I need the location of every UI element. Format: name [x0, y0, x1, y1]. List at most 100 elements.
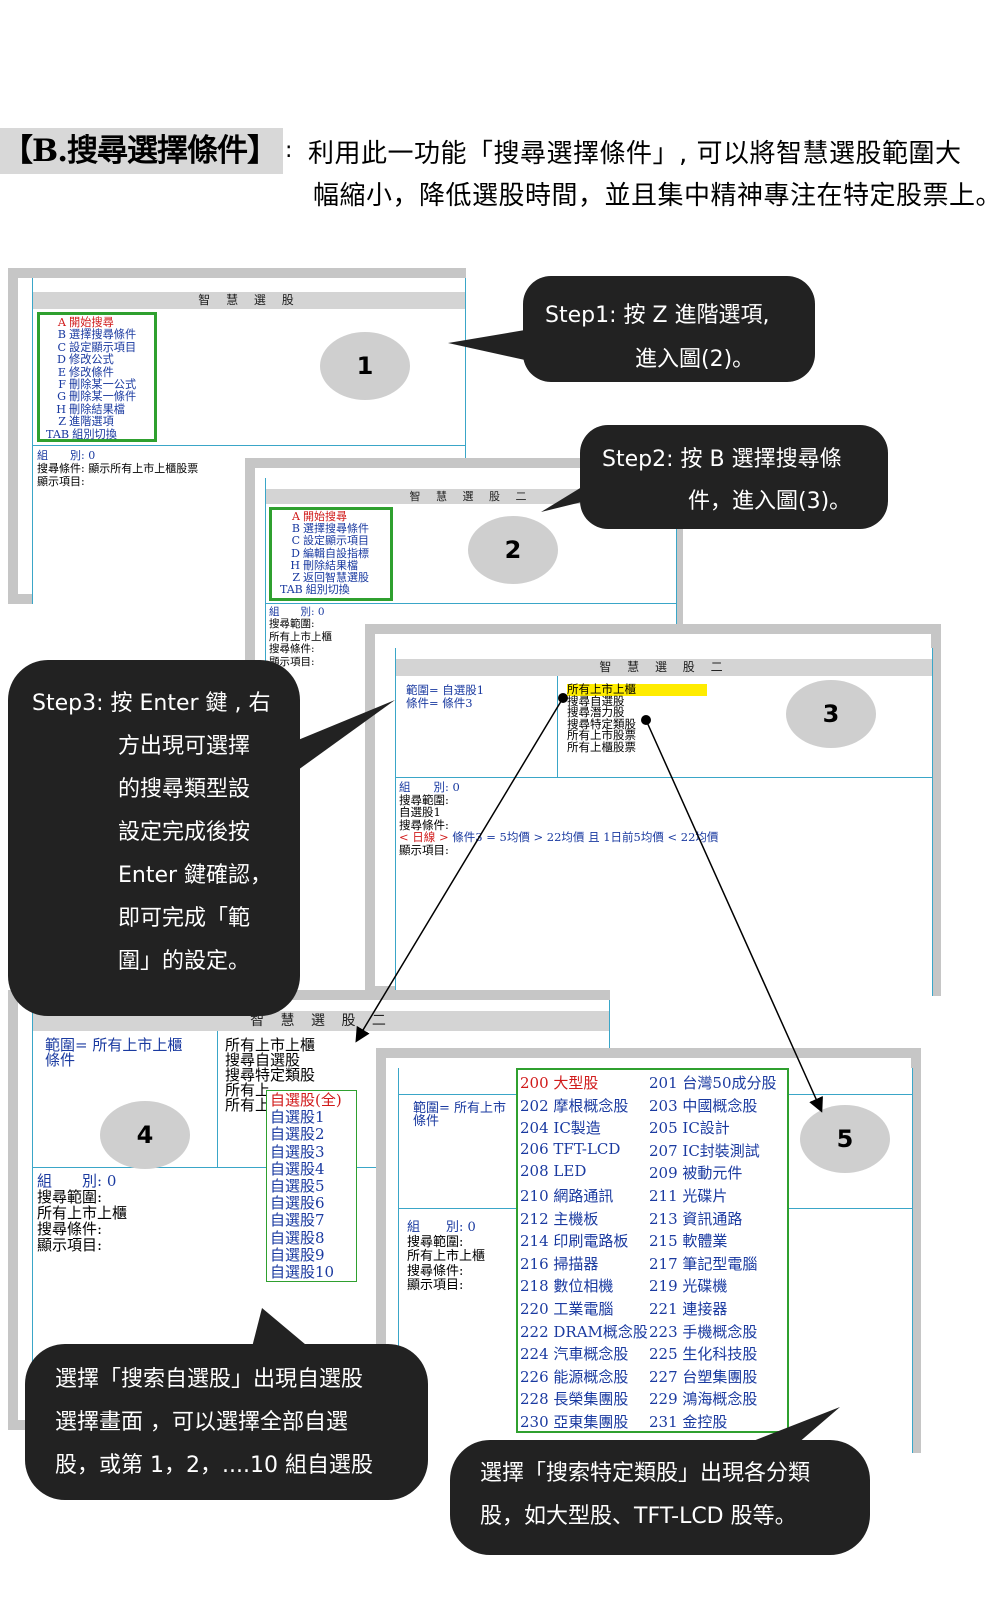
- sector-option[interactable]: 219 光碟機: [649, 1275, 727, 1296]
- watchlist-option[interactable]: 自選股1: [270, 1108, 325, 1127]
- sector-option[interactable]: 223 手機概念股: [649, 1321, 757, 1342]
- menu-hotkey: F: [58, 378, 66, 392]
- screen-3-search-type-list: 所有上市上櫃搜尋自選股搜尋潛力股搜尋特定類股所有上市股票所有上櫃股票: [567, 683, 707, 754]
- sector-option[interactable]: 209 被動元件: [649, 1162, 742, 1183]
- sector-option[interactable]: 210 網路通訊: [520, 1185, 613, 1206]
- screen-3-search-type-option[interactable]: 所有上市股票: [567, 728, 636, 742]
- sector-option[interactable]: 216 掃描器: [520, 1253, 598, 1274]
- sector-code: 218: [520, 1277, 554, 1296]
- sector-option[interactable]: 218 數位相機: [520, 1275, 613, 1296]
- sector-option[interactable]: 217 筆記型電腦: [649, 1253, 757, 1274]
- sector-option[interactable]: 206 TFT-LCD: [520, 1140, 620, 1158]
- screen-4-search-type-option[interactable]: 搜尋自選股: [225, 1051, 301, 1069]
- screen-3-search-type-option[interactable]: 搜尋潛力股: [567, 705, 625, 719]
- watchlist-option[interactable]: 自選股4: [270, 1159, 325, 1178]
- watchlist-option[interactable]: 自選股2: [270, 1125, 325, 1144]
- screen-3-search-type-option[interactable]: 搜尋特定類股: [567, 716, 636, 731]
- screen-1-condition: 搜尋條件: 顯示所有上市上櫃股票: [37, 462, 199, 475]
- sector-code: 203: [649, 1096, 683, 1115]
- sector-option[interactable]: 204 IC製造: [520, 1117, 601, 1138]
- sector-code: 212: [520, 1209, 554, 1228]
- sector-code: 224: [520, 1345, 554, 1364]
- sector-option[interactable]: 230 亞東集團股: [520, 1411, 628, 1431]
- watchlist-option[interactable]: 自選股10: [270, 1263, 335, 1282]
- sector-option[interactable]: 220 工業電腦: [520, 1298, 613, 1319]
- sector-option[interactable]: 228 長榮集團股: [520, 1388, 628, 1409]
- screen-4-condition: 條件: [45, 1051, 76, 1069]
- sector-option[interactable]: 207 IC封裝測試: [649, 1140, 760, 1161]
- sector-option[interactable]: 205 IC設計: [649, 1117, 730, 1138]
- sector-option[interactable]: 211 光碟片: [649, 1185, 727, 1206]
- sector-code: 208: [520, 1162, 554, 1181]
- step-4-number: 4: [100, 1101, 190, 1169]
- sector-option[interactable]: 231 金控股: [649, 1411, 727, 1431]
- sector-option[interactable]: 200 大型股: [520, 1072, 598, 1093]
- sector-code: 216: [520, 1254, 554, 1273]
- screen-3-search-type-option[interactable]: 所有上市上櫃: [567, 683, 707, 696]
- screen-4-search-type-option[interactable]: 搜尋特定類股: [225, 1066, 316, 1084]
- watchlist-option[interactable]: 自選股6: [270, 1194, 325, 1213]
- sector-option[interactable]: 212 主機板: [520, 1208, 598, 1229]
- step-1-text-line-1: Step1: 按 Z 進階選項,: [545, 303, 770, 328]
- menu-label: 進階選項: [69, 415, 114, 429]
- sector-option[interactable]: 201 台灣50成分股: [649, 1072, 777, 1093]
- sector-option[interactable]: 226 能源概念股: [520, 1366, 628, 1387]
- sector-option[interactable]: 215 軟體業: [649, 1230, 727, 1251]
- watchlist-option[interactable]: 自選股8: [270, 1228, 325, 1247]
- sector-option[interactable]: 202 摩根概念股: [520, 1095, 628, 1116]
- sector-name: 台灣50成分股: [682, 1074, 777, 1092]
- sector-name: 鴻海概念股: [682, 1390, 758, 1409]
- sector-option[interactable]: 224 汽車概念股: [520, 1343, 628, 1364]
- screen-3-range: 範圍= 自選股1: [406, 683, 485, 697]
- menu-label: 選擇搜尋條件: [303, 522, 369, 536]
- sector-option[interactable]: 203 中國概念股: [649, 1095, 757, 1116]
- sector-code: 200: [520, 1074, 554, 1092]
- sector-option[interactable]: 221 連接器: [649, 1298, 727, 1319]
- watchlist-option[interactable]: 自選股(全): [270, 1091, 342, 1109]
- screen-4-search-type-option[interactable]: 所有上: [225, 1096, 271, 1114]
- divider: [557, 676, 558, 777]
- sector-option[interactable]: 214 印刷電路板: [520, 1230, 628, 1251]
- sector-code: 207: [649, 1141, 683, 1160]
- screen-4-search-type-option[interactable]: 所有上: [225, 1081, 271, 1099]
- screen-4-group: 組 別: 0: [37, 1172, 117, 1190]
- sector-option[interactable]: 227 台塑集團股: [649, 1366, 757, 1387]
- step-5-callout: 選擇「搜索特定類股」出現各分類股，如大型股、TFT-LCD 股等。: [450, 1440, 870, 1555]
- sector-option[interactable]: 222 DRAM概念股: [520, 1321, 648, 1342]
- watchlist-option[interactable]: 自選股3: [270, 1142, 325, 1161]
- menu-label: 組別切換: [305, 583, 350, 597]
- menu-label: 開始搜尋: [303, 510, 347, 523]
- sector-option[interactable]: 225 生化科技股: [649, 1343, 757, 1364]
- sector-option[interactable]: 213 資訊通路: [649, 1208, 742, 1229]
- screen-3-condition-tag: < 日線 >: [399, 830, 449, 844]
- step-3-text-line: 設定完成後按: [118, 820, 251, 845]
- watchlist-option[interactable]: 自選股7: [270, 1211, 325, 1230]
- screen-3-search-type-option[interactable]: 所有上櫃股票: [567, 739, 636, 754]
- sector-option[interactable]: 208 LED: [520, 1162, 586, 1180]
- watchlist-option[interactable]: 自選股5: [270, 1177, 325, 1196]
- sector-name: 印刷電路板: [553, 1232, 629, 1251]
- watchlist-option[interactable]: 自選股9: [270, 1245, 325, 1264]
- screen-1-group: 組 別: 0: [37, 449, 96, 462]
- screen-3-search-type-option[interactable]: 搜尋自選股: [567, 693, 625, 708]
- screen-4-search-type-option[interactable]: 所有上市上櫃: [225, 1036, 316, 1054]
- sector-option[interactable]: 229 鴻海概念股: [649, 1388, 757, 1409]
